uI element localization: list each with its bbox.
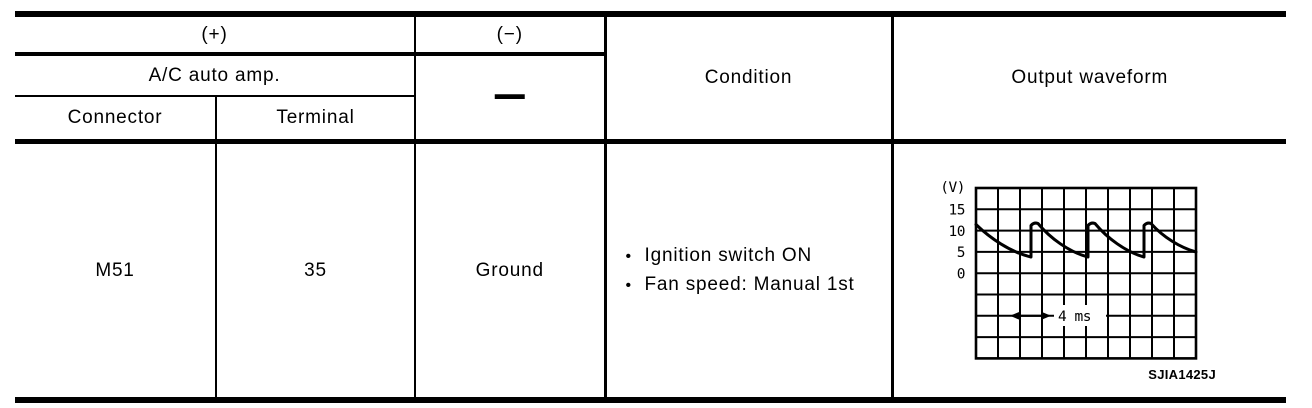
arrow-right-head bbox=[1040, 311, 1051, 320]
condition-list: • Ignition switch ON • Fan speed: Manual… bbox=[607, 242, 890, 300]
y-axis-labels: (V) 15 10 5 0 bbox=[940, 180, 965, 282]
y-tick-5: 5 bbox=[956, 245, 964, 261]
cell-minus-value: Ground bbox=[415, 141, 607, 400]
table-row: M51 35 Ground • Ignition switch ON • Fan… bbox=[15, 141, 1286, 401]
header-plus: (+) bbox=[15, 14, 416, 56]
grid-lines bbox=[974, 186, 1197, 360]
figure-caption: SJIA1425J bbox=[1148, 367, 1216, 382]
cell-condition: • Ignition switch ON • Fan speed: Manual… bbox=[605, 141, 894, 400]
header-ac-auto-amp: A/C auto amp. bbox=[15, 54, 416, 97]
bullet-icon: • bbox=[625, 276, 632, 294]
cell-connector-value: M51 bbox=[15, 141, 217, 400]
waveform-trace bbox=[974, 221, 1197, 259]
header-connector: Connector bbox=[15, 96, 217, 144]
y-tick-15: 15 bbox=[948, 203, 964, 219]
cell-terminal-value: 35 bbox=[216, 141, 416, 400]
condition-text: Fan speed: Manual 1st bbox=[644, 273, 855, 295]
header-row-component: A/C auto amp. — bbox=[15, 54, 1286, 144]
label-backing bbox=[1053, 305, 1106, 326]
y-tick-10: 10 bbox=[948, 224, 964, 240]
time-span-label: 4 ms bbox=[1058, 309, 1091, 325]
y-tick-0: 0 bbox=[956, 266, 964, 282]
waveform-figure: (V) 15 10 5 0 4 ms bbox=[924, 178, 1224, 386]
header-dash-cell: — bbox=[415, 54, 607, 144]
condition-item: • Fan speed: Manual 1st bbox=[625, 271, 890, 300]
header-row-polarity: (+) (−) Condition Output waveform bbox=[15, 14, 1286, 144]
header-row-terminal: Connector Terminal bbox=[15, 96, 1286, 144]
header-terminal: Terminal bbox=[216, 96, 416, 144]
header-minus: (−) bbox=[415, 14, 607, 56]
bullet-icon: • bbox=[625, 247, 632, 265]
condition-item: • Ignition switch ON bbox=[625, 242, 890, 271]
cell-output-waveform: (V) 15 10 5 0 4 ms bbox=[892, 142, 1286, 401]
dash-symbol: — bbox=[494, 67, 525, 121]
time-span-annotation: 4 ms bbox=[1009, 305, 1106, 326]
condition-text: Ignition switch ON bbox=[644, 244, 813, 266]
arrow-left-head bbox=[1009, 311, 1020, 320]
terminal-spec-table: (+) (−) Condition Output waveform A/C au… bbox=[15, 11, 1286, 403]
oscilloscope-plot: (V) 15 10 5 0 4 ms bbox=[940, 180, 1216, 382]
header-condition: Condition bbox=[605, 14, 894, 144]
header-output-waveform: Output waveform bbox=[892, 14, 1286, 144]
y-axis-unit: (V) bbox=[940, 180, 965, 196]
